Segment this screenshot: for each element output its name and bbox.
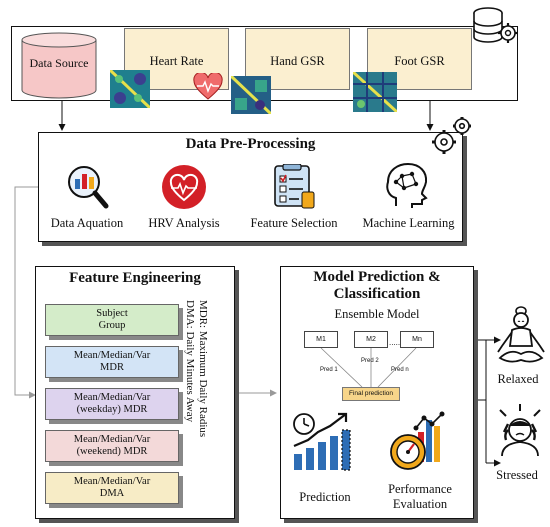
- final-prediction-box: Final prediction: [342, 387, 400, 401]
- data-source-cylinder: [21, 32, 97, 99]
- performance-label-line1: Performance: [388, 482, 452, 496]
- feature-card: Mean/Median/Var (weekday) MDR: [45, 388, 179, 420]
- hand-gsr-heatmap: [231, 76, 271, 114]
- feature-card-line2: (weekend) MDR: [76, 446, 148, 457]
- data-source-label: Data Source: [29, 56, 89, 70]
- model-title-line1: Model Prediction &: [313, 269, 441, 285]
- feature-card-line2: Group: [98, 320, 126, 331]
- feature-card: Mean/Median/Var MDR: [45, 346, 179, 378]
- feature-card-line2: (weekday) MDR: [76, 404, 148, 415]
- note-dma: DMA: Daily Minutes Away: [184, 300, 196, 423]
- feature-card-list: Subject Group Mean/Median/Var MDR Mean/M…: [35, 266, 235, 519]
- model-mn-box: Mn: [400, 331, 434, 348]
- model-m2-box: M2: [354, 331, 388, 348]
- hrv-heart-icon: [162, 165, 206, 209]
- performance-evaluation-icon: [390, 411, 445, 470]
- feature-card-line2: DMA: [99, 488, 125, 499]
- foot-gsr-heatmap: [353, 72, 397, 112]
- feature-card: Mean/Median/Var (weekend) MDR: [45, 430, 179, 462]
- feature-card-line1: Mean/Median/Var: [73, 392, 151, 403]
- stressed-person-icon: [499, 404, 541, 456]
- checklist-icon: [274, 164, 315, 209]
- ensemble-model-label: Ensemble Model: [334, 307, 420, 321]
- feature-card-line1: Mean/Median/Var: [73, 350, 151, 361]
- gears-icon: [432, 117, 471, 154]
- pred-n-label: Pred n: [391, 367, 409, 373]
- magnifier-chart-icon: [68, 166, 109, 209]
- step-machine-learning: Machine Learning: [362, 216, 455, 230]
- feature-card: Mean/Median/Var DMA: [45, 472, 179, 504]
- hand-gsr-label: Hand GSR: [270, 54, 325, 68]
- step-feature-selection: Feature Selection: [250, 216, 338, 230]
- heart-pulse-icon: [193, 73, 223, 100]
- model-dots: ......: [389, 338, 403, 347]
- feature-card-line1: Subject: [96, 308, 128, 319]
- model-title-line2: Classification: [333, 286, 421, 302]
- feature-card-line1: Mean/Median/Var: [73, 434, 151, 445]
- feature-card: Subject Group: [45, 304, 179, 336]
- step-data-aquation: Data Aquation: [50, 216, 124, 230]
- feature-card-line1: Mean/Median/Var: [73, 476, 151, 487]
- relaxed-meditation-icon: [497, 306, 545, 363]
- relaxed-label: Relaxed: [497, 372, 539, 386]
- pred-1-label: Pred 1: [320, 367, 338, 373]
- prediction-label: Prediction: [299, 490, 351, 504]
- heart-rate-label: Heart Rate: [149, 54, 204, 68]
- preprocessing-title: Data Pre-Processing: [185, 136, 316, 152]
- stressed-label: Stressed: [496, 468, 538, 482]
- pred-2-label: Pred 2: [361, 358, 379, 364]
- heart-rate-heatmap: [110, 70, 150, 108]
- ai-head-icon: [386, 162, 428, 208]
- model-panel: [280, 266, 474, 519]
- performance-label-line2: Evaluation: [392, 497, 448, 511]
- feature-engineering-title: Feature Engineering: [69, 270, 201, 286]
- feature-card-line2: MDR: [100, 362, 124, 373]
- model-m1-box: M1: [304, 331, 338, 348]
- foot-gsr-label: Foot GSR: [394, 54, 445, 68]
- database-gear-icon: [473, 7, 518, 43]
- abbreviation-note: MDR: Maximum Daily Radius DMA: Daily Min…: [184, 300, 231, 490]
- note-mdr: MDR: Maximum Daily Radius: [197, 300, 209, 438]
- step-hrv-analysis: HRV Analysis: [148, 216, 220, 230]
- prediction-chart-icon: [293, 412, 351, 471]
